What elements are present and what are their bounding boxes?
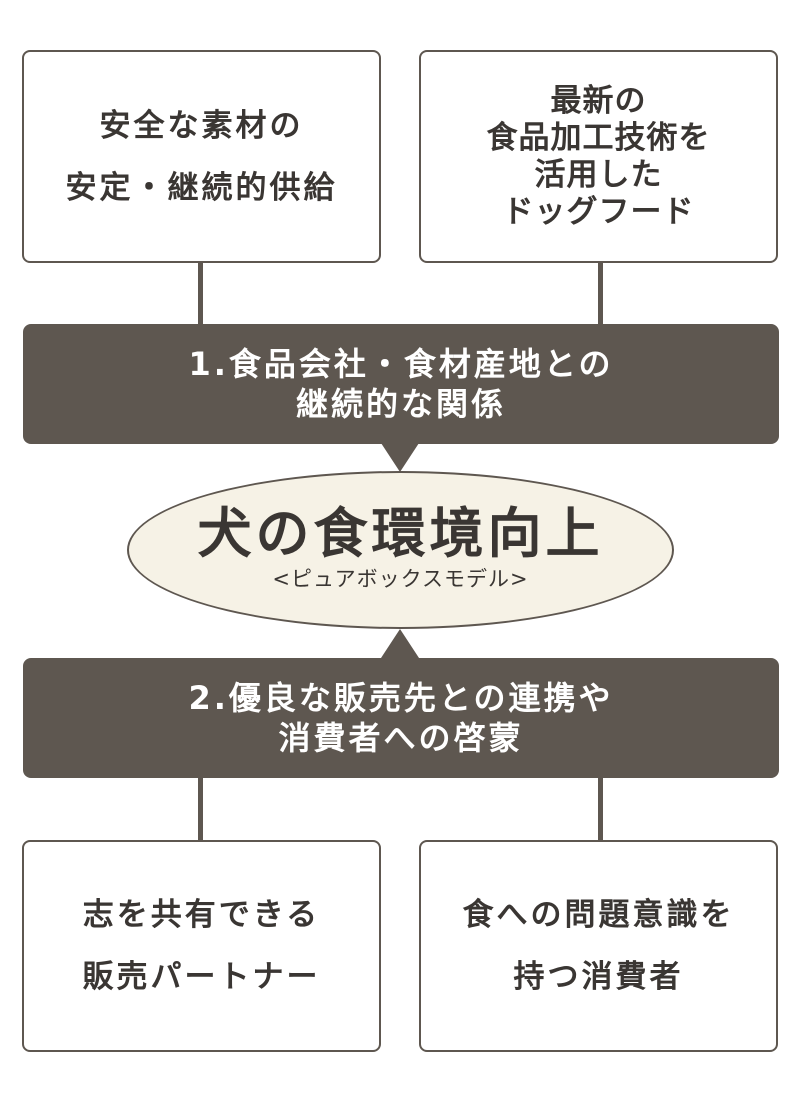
connector-bottom-left — [198, 776, 203, 842]
box-sales-partners: 志を共有できる 販売パートナー — [22, 840, 381, 1052]
center-ellipse: 犬の食環境向上 <ピュアボックスモデル> — [127, 471, 674, 629]
center-subtitle: <ピュアボックスモデル> — [272, 567, 529, 591]
center-title: 犬の食環境向上 — [197, 502, 604, 565]
box-sales-partners-text: 志を共有できる 販売パートナー — [82, 897, 321, 995]
band-retail-partners-text: 2.優良な販売先との連携や 消費者への啓蒙 — [188, 679, 614, 757]
arrow-up-icon — [381, 629, 419, 658]
arrow-down-icon — [381, 443, 419, 472]
box-conscious-consumers-text: 食への問題意識を 持つ消費者 — [462, 897, 735, 995]
box-food-tech: 最新の 食品加工技術を 活用した ドッグフード — [419, 50, 778, 263]
band-retail-partners: 2.優良な販売先との連携や 消費者への啓蒙 — [23, 658, 779, 778]
connector-bottom-right — [598, 776, 603, 842]
connector-top-left — [198, 261, 203, 326]
band-food-companies-text: 1.食品会社・食材産地との 継続的な関係 — [188, 345, 614, 423]
box-food-tech-text: 最新の 食品加工技術を 活用した ドッグフード — [486, 82, 711, 230]
box-stable-supply: 安全な素材の 安定・継続的供給 — [22, 50, 381, 263]
band-food-companies: 1.食品会社・食材産地との 継続的な関係 — [23, 324, 779, 444]
box-conscious-consumers: 食への問題意識を 持つ消費者 — [419, 840, 778, 1052]
box-stable-supply-text: 安全な素材の 安定・継続的供給 — [65, 107, 338, 206]
connector-top-right — [598, 261, 603, 326]
